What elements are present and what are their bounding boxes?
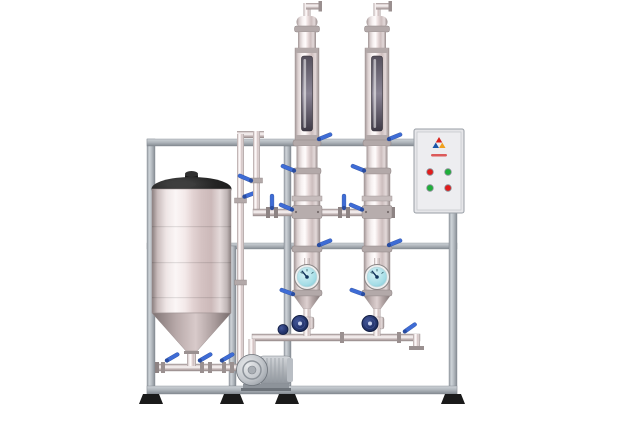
tank-outlet-stub [187, 351, 196, 366]
motor-end-cap [287, 358, 293, 382]
brand-logo-right [439, 142, 446, 148]
tank-shell [151, 188, 232, 314]
pump-volute-ring [242, 360, 262, 380]
control-panel-door [416, 131, 462, 211]
tank-weld-seam [152, 262, 231, 264]
feed-tank [151, 171, 232, 366]
pipe-clamp [397, 332, 401, 343]
drain-flange [409, 346, 424, 350]
butterfly-clamp-ring [222, 362, 226, 373]
pipe-clamp [161, 362, 165, 373]
brand-logo-left [432, 142, 439, 148]
leveling-foot [220, 394, 244, 404]
suction-end-cap [155, 362, 159, 373]
pump-base-plate [241, 388, 291, 391]
brand-wordmark [431, 154, 447, 157]
indicator-light-red [444, 184, 452, 192]
indicator-light-green [444, 168, 452, 176]
drain-elbow [413, 334, 420, 347]
feed-riser-pipe [237, 134, 244, 364]
valve-lever [269, 193, 275, 211]
top-transfer-pipe [237, 131, 264, 138]
leveling-foot [139, 394, 163, 404]
tank-weld-seam [152, 297, 231, 299]
indicator-light-green [426, 184, 434, 192]
pipe-clamp [234, 197, 247, 204]
pipe-clamp [340, 332, 344, 343]
butterfly-clamp-ring [266, 207, 270, 218]
lower-collection-pipe [251, 333, 421, 342]
pump-base [243, 384, 289, 389]
frame-bottom-rail [146, 385, 458, 395]
manifold-end-flange [391, 207, 395, 218]
inline-sensor-knob [277, 324, 289, 335]
pipe-clamp [234, 279, 247, 286]
process-piping [155, 131, 424, 373]
tank-dome-highlight [166, 181, 196, 188]
brand-logo [432, 137, 446, 148]
control-panel [413, 128, 465, 214]
pump-discharge-pipe [248, 339, 256, 359]
butterfly-clamp-ring [208, 362, 212, 373]
brand-logo-top [435, 137, 443, 143]
butterfly-clamp-ring [346, 207, 350, 218]
valve-lever [341, 193, 347, 211]
butterfly-clamp-ring [200, 362, 204, 373]
feed-pump [236, 354, 293, 391]
tank-outlet-flange [184, 351, 199, 354]
tank-top-cap-dome [185, 171, 198, 177]
leveling-foot [441, 394, 465, 404]
leveling-foot [275, 394, 299, 404]
frame-center-post [283, 145, 292, 387]
tank-weld-seam [152, 226, 231, 228]
pump-volute-hub [247, 365, 257, 375]
butterfly-clamp-ring [274, 207, 278, 218]
butterfly-clamp-ring [338, 207, 342, 218]
indicator-light-red [426, 168, 434, 176]
manifold-riser-pipe [253, 131, 260, 213]
butterfly-clamp-ring [230, 362, 234, 373]
